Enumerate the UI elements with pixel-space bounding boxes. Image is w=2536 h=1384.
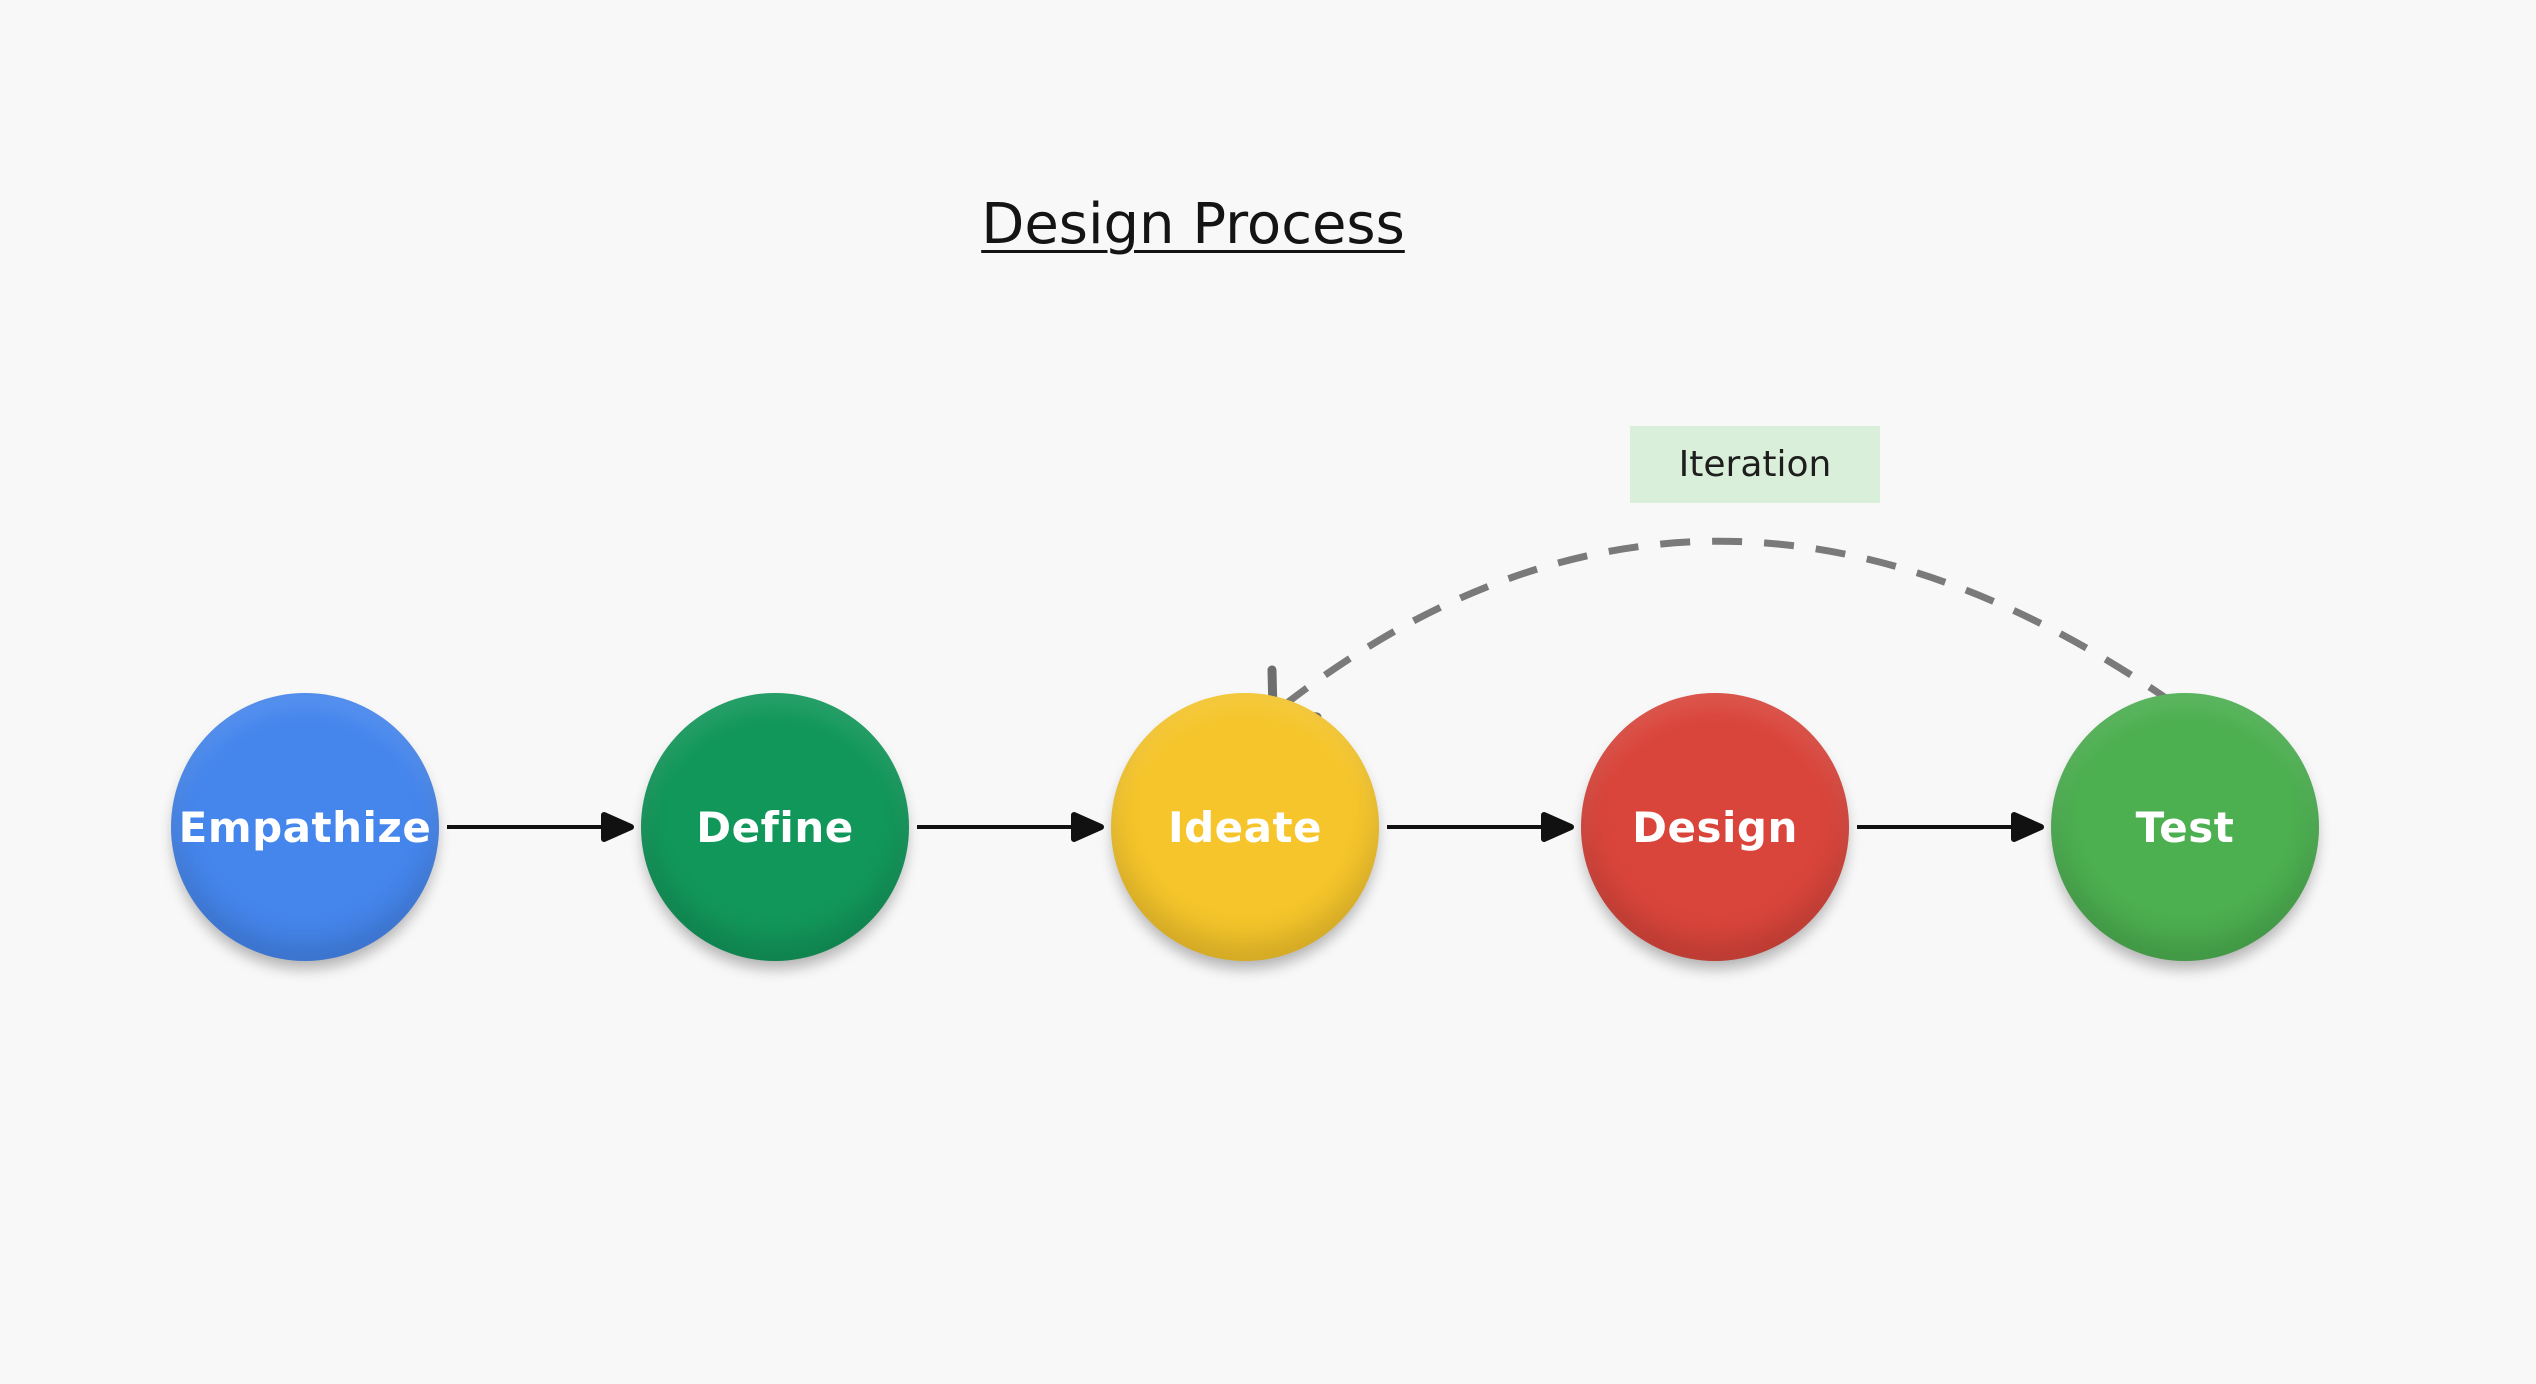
flow-arrow-empathize-define [447, 812, 634, 842]
node-label: Empathize [178, 802, 432, 852]
node-test: Test [2051, 693, 2319, 961]
iteration-arc [1280, 537, 2193, 718]
node-empathize: Empathize [171, 693, 439, 961]
page-title: Design Process [981, 192, 1405, 257]
node-label: Ideate [1167, 802, 1323, 852]
node-label: Design [1632, 802, 1798, 852]
node-ideate: Ideate [1111, 693, 1379, 961]
node-label: Define [696, 802, 854, 852]
node-design: Design [1581, 693, 1849, 961]
flow-arrow-ideate-design [1387, 812, 1574, 842]
flow-arrow-design-test [1857, 812, 2044, 842]
flow-arrow-define-ideate [917, 812, 1104, 842]
iteration-label: Iteration [1630, 426, 1880, 503]
node-label: Test [2135, 802, 2235, 852]
node-define: Define [641, 693, 909, 961]
